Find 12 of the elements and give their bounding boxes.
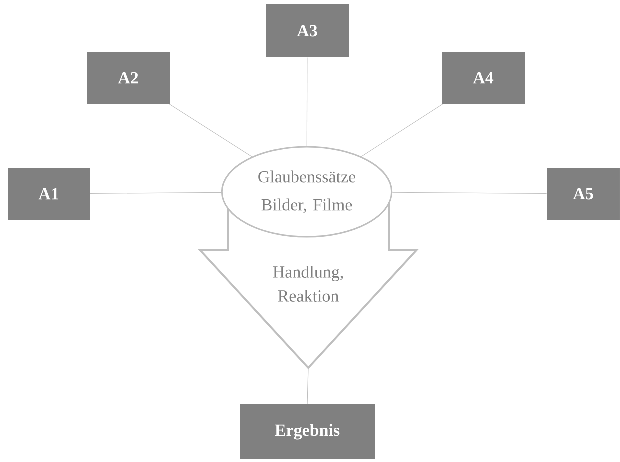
label-box: A3 <box>266 4 349 58</box>
label-box: A2 <box>87 52 170 104</box>
connector-line <box>307 368 309 405</box>
connector-line <box>392 192 548 194</box>
connector-line <box>90 192 222 194</box>
connector-line <box>169 104 252 158</box>
label-box: A5 <box>547 168 620 220</box>
label-box: A4 <box>442 52 525 104</box>
label-box: A1 <box>8 168 90 220</box>
label-box: Ergebnis <box>240 404 375 460</box>
connector-line <box>306 57 308 147</box>
connector-line <box>361 104 444 158</box>
